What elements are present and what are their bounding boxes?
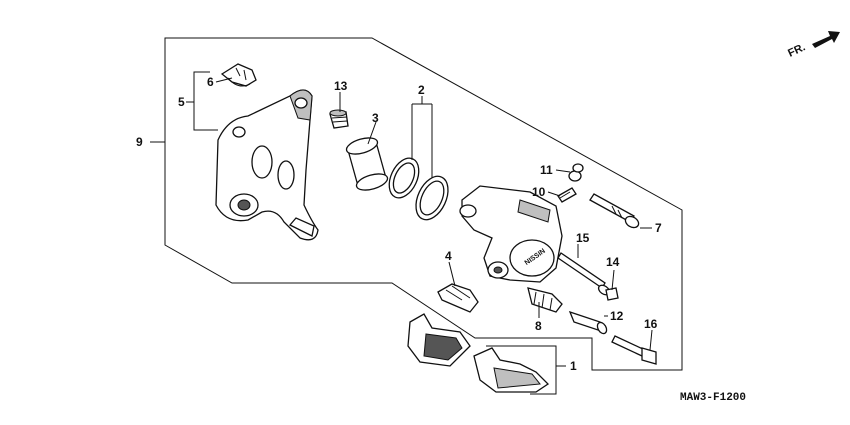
nut	[605, 287, 619, 301]
callout-labels: 9 5 6 13 3 2 11 10 7 15 14 4 8 12 16 1	[136, 75, 662, 373]
callout-5: 5	[178, 95, 185, 109]
long-slide-pin	[557, 252, 611, 296]
callout-15: 15	[576, 231, 590, 245]
callout-4: 4	[445, 249, 452, 263]
piston-seals	[388, 157, 449, 221]
callout-10: 10	[532, 185, 546, 199]
mounting-bolt	[611, 335, 657, 365]
pad-spring	[437, 283, 479, 313]
callout-9: 9	[136, 135, 143, 149]
leader-lines	[150, 71, 653, 395]
bleeder-screw	[568, 163, 584, 182]
callout-7: 7	[655, 221, 662, 235]
pad-retainer-clip	[220, 63, 257, 87]
bleeder-valve	[557, 187, 577, 203]
caliper-bracket	[215, 89, 319, 241]
callout-3: 3	[372, 111, 379, 125]
callout-8: 8	[535, 319, 542, 333]
piston	[345, 137, 389, 191]
front-direction-indicator: FR.	[786, 31, 840, 60]
callout-11: 11	[540, 163, 553, 177]
brake-pads	[407, 313, 550, 393]
callout-6: 6	[207, 75, 214, 89]
callout-12: 12	[610, 309, 624, 323]
callout-14: 14	[606, 255, 620, 269]
figure-code: MAW3-F1200	[680, 392, 746, 404]
callout-1: 1	[570, 359, 577, 373]
callout-16: 16	[644, 317, 658, 331]
pin-sleeve	[568, 310, 608, 335]
bleeder-cap	[329, 109, 349, 129]
caliper-body: NISSIN	[459, 185, 563, 283]
callout-13: 13	[334, 79, 348, 93]
piston-boot	[527, 287, 563, 313]
slide-pin	[589, 193, 640, 229]
front-arrow-icon	[812, 31, 840, 48]
front-direction-label: FR.	[786, 41, 807, 59]
assembly-outline	[164, 37, 683, 371]
callout-2: 2	[418, 83, 425, 97]
